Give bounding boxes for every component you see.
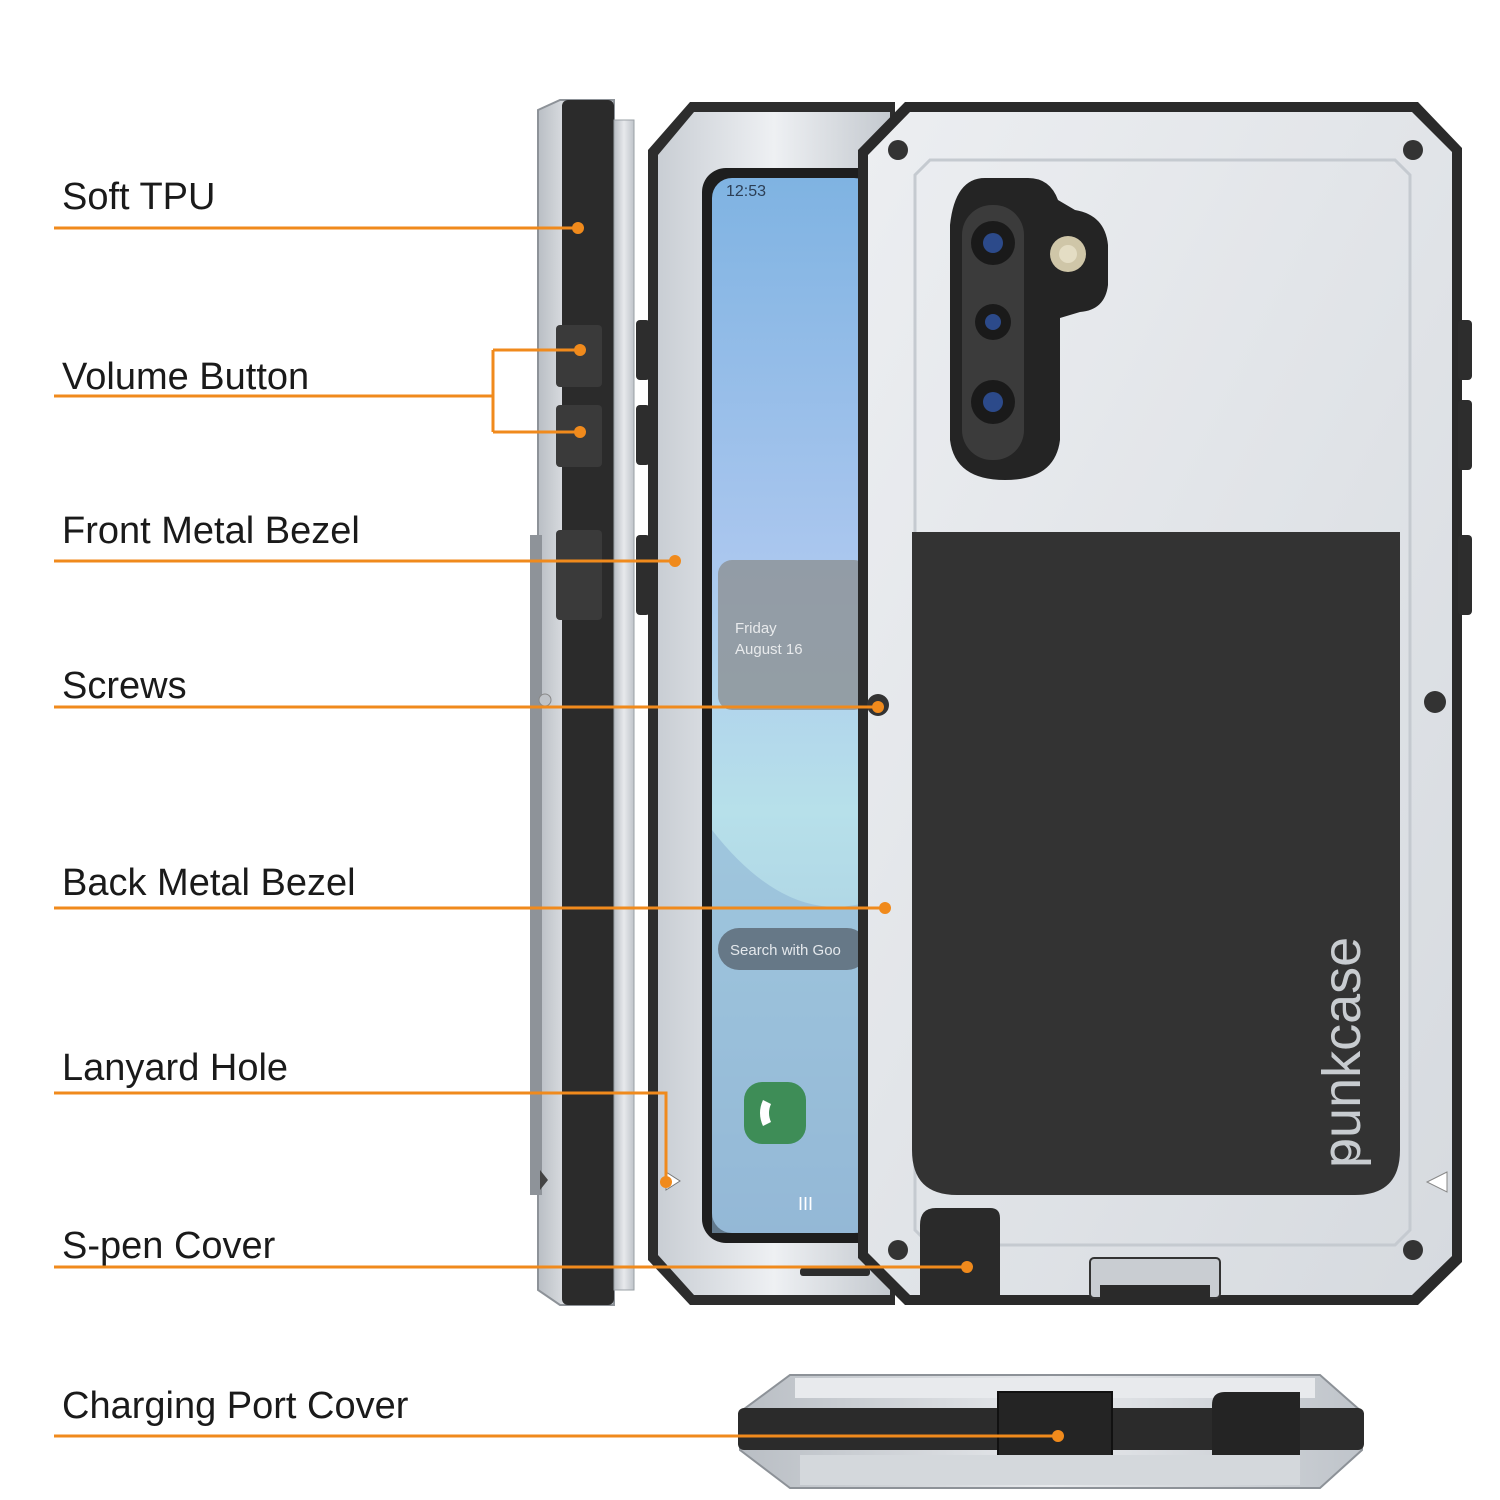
leader-dots bbox=[572, 222, 1064, 1442]
soft-tpu-strip bbox=[562, 100, 614, 1305]
search-bar-text: Search with Goo bbox=[730, 942, 841, 959]
charging-port-cover bbox=[1100, 1285, 1210, 1305]
search-bar bbox=[718, 928, 868, 970]
screw bbox=[888, 1240, 908, 1260]
callout-volume-button: Volume Button bbox=[62, 356, 310, 398]
callout-back-metal-bezel: Back Metal Bezel bbox=[62, 862, 356, 904]
date-widget bbox=[718, 560, 868, 710]
callout-screws: Screws bbox=[62, 665, 187, 707]
screw bbox=[1403, 140, 1423, 160]
leader-lines bbox=[54, 226, 1058, 1438]
volume-up-key bbox=[556, 325, 602, 387]
side-key bbox=[556, 530, 602, 620]
side-view bbox=[530, 99, 635, 1306]
widget-day: Friday bbox=[735, 620, 777, 637]
callout-lanyard-hole: Lanyard Hole bbox=[62, 1047, 289, 1089]
callout-charging-port-cover: Charging Port Cover bbox=[62, 1385, 409, 1427]
screw bbox=[888, 140, 908, 160]
screw bbox=[1424, 691, 1446, 713]
screw bbox=[1403, 1240, 1423, 1260]
callout-s-pen-cover: S-pen Cover bbox=[62, 1225, 276, 1267]
callout-soft-tpu: Soft TPU bbox=[62, 176, 216, 218]
front-view: Friday August 16 12:53 Search with Goo I… bbox=[636, 102, 895, 1305]
widget-date: August 16 bbox=[735, 641, 803, 658]
bottom-view bbox=[738, 1374, 1364, 1489]
brand-logo-text: punkcase bbox=[1312, 937, 1372, 1168]
s-pen-cover bbox=[920, 1208, 1000, 1305]
back-window-panel bbox=[912, 532, 1400, 1195]
phone-app-icon bbox=[744, 1082, 806, 1144]
nav-recents-glyph: III bbox=[798, 1194, 813, 1214]
back-view: punkcase bbox=[858, 102, 1472, 1305]
callout-front-metal-bezel: Front Metal Bezel bbox=[62, 510, 360, 552]
status-time: 12:53 bbox=[726, 183, 766, 200]
